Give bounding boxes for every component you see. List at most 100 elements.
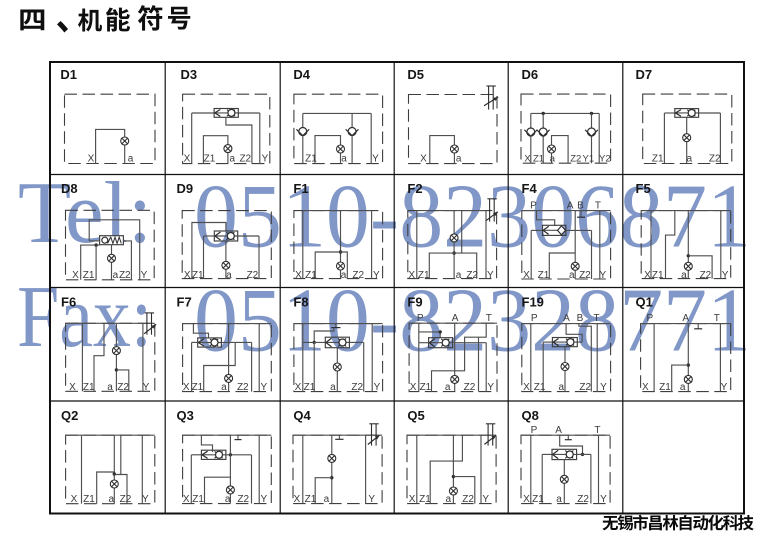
svg-text:Z2: Z2 (570, 154, 581, 165)
svg-text:F7: F7 (177, 295, 192, 310)
svg-text:D6: D6 (522, 67, 539, 82)
svg-text:P: P (531, 425, 538, 436)
svg-text:Z2: Z2 (237, 382, 249, 393)
svg-text:a: a (324, 494, 330, 505)
svg-text:a: a (456, 270, 462, 281)
svg-text:X: X (410, 382, 417, 393)
svg-text:Q1: Q1 (636, 295, 653, 310)
svg-text:0510-82328771: 0510-82328771 (194, 270, 751, 371)
svg-text:Y: Y (721, 382, 728, 393)
svg-text:a: a (225, 494, 231, 505)
svg-text:F1: F1 (293, 181, 308, 196)
svg-text:T: T (595, 200, 601, 211)
svg-text:a: a (341, 270, 347, 281)
svg-text:a: a (330, 382, 336, 393)
svg-text:P: P (531, 313, 538, 324)
svg-text:Y: Y (722, 270, 729, 281)
svg-text:X: X (72, 270, 79, 281)
svg-text:Y: Y (260, 382, 267, 393)
svg-text:a: a (446, 494, 452, 505)
svg-text:Y2: Y2 (599, 154, 611, 165)
svg-text:Q3: Q3 (177, 408, 194, 423)
svg-text:a: a (221, 382, 227, 393)
svg-text:Y: Y (373, 270, 380, 281)
svg-text:Y: Y (599, 270, 606, 281)
svg-text:X: X (523, 382, 530, 393)
svg-text:X: X (408, 270, 415, 281)
svg-text:T: T (594, 425, 600, 436)
svg-text:F2: F2 (407, 181, 422, 196)
svg-text:Z2: Z2 (247, 270, 259, 281)
svg-text:Z2: Z2 (462, 494, 474, 505)
svg-text:Y: Y (600, 494, 607, 505)
svg-text:Z1: Z1 (533, 154, 544, 165)
svg-text:Z2: Z2 (117, 382, 129, 393)
svg-text:a: a (556, 494, 562, 505)
svg-text:Q8: Q8 (522, 408, 539, 423)
svg-text:Z2: Z2 (464, 382, 476, 393)
svg-text:Z1: Z1 (418, 270, 430, 281)
svg-text:X: X (183, 494, 190, 505)
svg-text:X: X (69, 382, 76, 393)
svg-text:T: T (714, 313, 720, 324)
svg-text:Z1: Z1 (204, 154, 216, 165)
svg-text:X: X (644, 270, 651, 281)
svg-text:D1: D1 (60, 67, 77, 82)
svg-text:A: A (452, 313, 459, 324)
svg-text:Z1: Z1 (305, 270, 317, 281)
svg-text:Z1: Z1 (83, 270, 95, 281)
svg-text:Z1: Z1 (652, 270, 664, 281)
svg-text:Fax:: Fax: (17, 269, 152, 366)
svg-text:a: a (456, 154, 462, 165)
svg-text:Z2: Z2 (709, 154, 721, 165)
svg-text:X: X (88, 154, 95, 165)
svg-text:X: X (184, 154, 191, 165)
svg-text:Y: Y (487, 382, 494, 393)
svg-text:Z2: Z2 (352, 270, 364, 281)
svg-text:a: a (226, 270, 232, 281)
svg-text:Z1: Z1 (420, 382, 432, 393)
svg-text:Tel:: Tel: (18, 165, 152, 262)
svg-text:a: a (107, 382, 113, 393)
svg-text:Z2: Z2 (120, 494, 132, 505)
svg-text:A: A (567, 200, 574, 211)
svg-text:Z1: Z1 (83, 494, 95, 505)
svg-text:Y: Y (260, 494, 267, 505)
svg-text:Y: Y (262, 154, 269, 165)
svg-text:D9: D9 (177, 181, 194, 196)
svg-text:X: X (523, 270, 530, 281)
svg-text:D3: D3 (181, 67, 198, 82)
svg-text:F4: F4 (522, 181, 538, 196)
svg-text:P: P (417, 313, 424, 324)
svg-text:F6: F6 (61, 295, 76, 310)
svg-text:a: a (128, 154, 134, 165)
svg-text:a: a (687, 154, 693, 165)
svg-text:Z2: Z2 (239, 154, 251, 165)
svg-text:Z1: Z1 (532, 494, 544, 505)
svg-text:D4: D4 (293, 67, 310, 82)
svg-text:Y: Y (141, 270, 148, 281)
svg-text:Z1: Z1 (305, 494, 317, 505)
svg-text:X: X (523, 494, 530, 505)
svg-text:a: a (230, 154, 236, 165)
svg-text:Z1: Z1 (83, 382, 95, 393)
svg-text:T: T (594, 313, 600, 324)
svg-text:A: A (555, 425, 562, 436)
svg-text:Z1: Z1 (538, 270, 550, 281)
svg-text:a: a (341, 154, 347, 165)
svg-text:Z2: Z2 (700, 270, 712, 281)
svg-text:Y: Y (487, 270, 494, 281)
svg-text:a: a (569, 270, 575, 281)
svg-text:P: P (530, 200, 537, 211)
svg-text:A: A (563, 313, 570, 324)
svg-text:Z2: Z2 (237, 494, 249, 505)
svg-text:Z1: Z1 (652, 154, 664, 165)
svg-text:Y: Y (600, 382, 607, 393)
svg-text:Y: Y (482, 494, 489, 505)
svg-text:F9: F9 (407, 295, 422, 310)
svg-text:B: B (577, 313, 584, 324)
svg-text:F19: F19 (522, 295, 544, 310)
svg-text:Z2: Z2 (579, 270, 591, 281)
svg-text:F8: F8 (293, 295, 308, 310)
svg-text:X: X (184, 270, 191, 281)
